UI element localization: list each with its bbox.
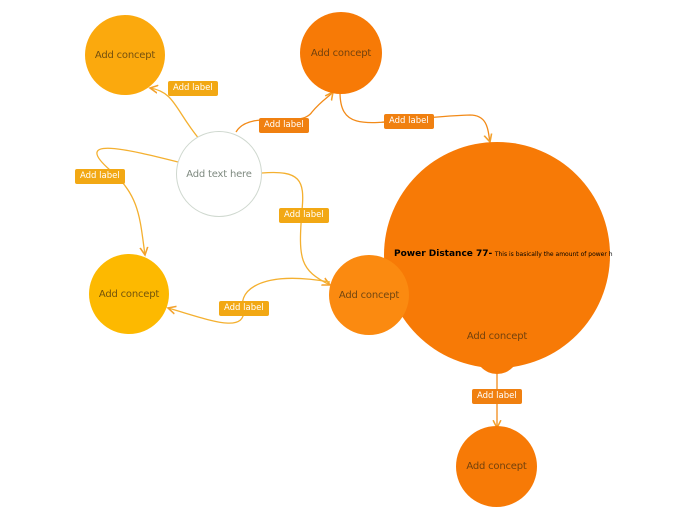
big-detail-title: Power Distance 77- bbox=[394, 249, 493, 259]
central-topic[interactable]: Add text here bbox=[176, 131, 262, 217]
concept-top-center-label: Add concept bbox=[310, 47, 372, 59]
edge-top-center-to-big[interactable] bbox=[339, 91, 490, 142]
edge-label-middle[interactable]: Add label bbox=[279, 208, 329, 223]
concept-middle-right-label: Add concept bbox=[338, 289, 400, 301]
edge-center-to-top-left[interactable] bbox=[150, 88, 201, 141]
concept-top-left[interactable]: Add concept bbox=[85, 15, 165, 95]
concept-big[interactable]: Add concept bbox=[384, 142, 610, 368]
concept-big-detail: Power Distance 77- This is basically the… bbox=[394, 249, 613, 259]
edge-label-top-to-big[interactable]: Add label bbox=[384, 114, 434, 129]
concept-bottom-label: Add concept bbox=[466, 461, 527, 472]
edge-center-to-top-center[interactable] bbox=[235, 92, 333, 133]
edge-label-big-to-bottom[interactable]: Add label bbox=[472, 389, 522, 404]
big-detail-text: This is basically the amount of power h bbox=[494, 251, 613, 258]
edge-center-to-middle[interactable] bbox=[261, 171, 330, 285]
edge-label-left[interactable]: Add label bbox=[75, 169, 125, 184]
concept-top-center[interactable]: Add concept bbox=[300, 12, 382, 94]
concept-bottom[interactable]: Add concept bbox=[456, 426, 537, 507]
concept-middle-right[interactable]: Add concept bbox=[329, 255, 409, 335]
concept-big-label: Add concept bbox=[466, 331, 528, 342]
central-topic-label: Add text here bbox=[186, 168, 252, 180]
concept-left-label: Add concept bbox=[98, 288, 160, 300]
concept-top-left-label: Add concept bbox=[94, 49, 156, 61]
edge-label-top-left[interactable]: Add label bbox=[168, 81, 218, 96]
edge-center-to-left[interactable] bbox=[96, 147, 179, 255]
edge-label-middle-to-left[interactable]: Add label bbox=[219, 301, 269, 316]
edge-label-top-center[interactable]: Add label bbox=[259, 118, 309, 133]
concept-left[interactable]: Add concept bbox=[89, 254, 169, 334]
